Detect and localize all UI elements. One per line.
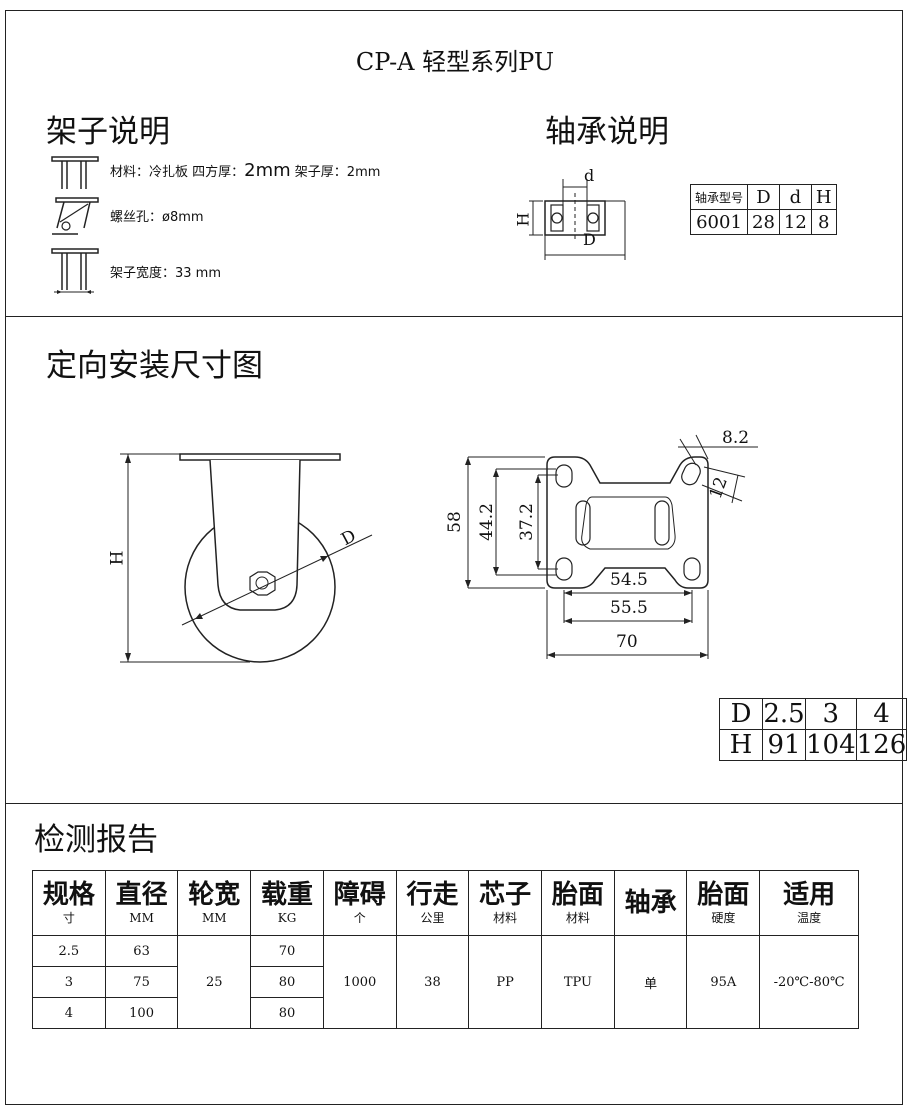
table-cell: 95A [686, 935, 761, 1029]
bearing-D-label: D [583, 230, 596, 249]
table-cell: 12 [778, 209, 812, 235]
install-heading: 定向安装尺寸图 [46, 348, 263, 384]
plate-height-mid: 44.2 [476, 503, 497, 541]
table-row: 2.5 63 25 70 1000 38 PP TPU 单 95A -20℃-8… [32, 935, 859, 1029]
report-heading: 检测报告 [34, 822, 158, 858]
bearing-drawing [529, 179, 626, 260]
screw-hole-spec: 螺丝孔：ø8mm [110, 210, 204, 225]
column-header: 轴承 [613, 870, 688, 936]
frame-thickness: 架子厚：2mm [290, 165, 381, 180]
table-cell: 91 [762, 729, 806, 761]
material-label: 材料：冷扎板 四方厚： [110, 165, 245, 180]
table-cell: 8 [810, 209, 837, 235]
table-cell: 63 [104, 935, 179, 967]
table-cell: H [810, 184, 837, 210]
frame-icon-width [51, 248, 99, 294]
column-header: 行走公里 [395, 870, 470, 936]
table-cell: D [719, 698, 763, 730]
table-cell: 单 [613, 935, 688, 1029]
bearing-H-label: H [513, 212, 533, 227]
table-cell: 3 [32, 966, 106, 998]
table-cell: TPU [541, 935, 615, 1029]
table-cell: 轴承型号 [689, 184, 749, 210]
frame-heading: 架子说明 [46, 114, 170, 150]
bearing-heading: 轴承说明 [545, 114, 669, 150]
document-frame [5, 10, 903, 1105]
plate-height-outer: 58 [444, 511, 465, 533]
table-row: 4 100 80 [32, 997, 859, 1029]
table-cell: 104 [805, 729, 857, 761]
table-cell: PP [468, 935, 543, 1029]
table-cell: 3 [805, 698, 857, 730]
table-cell: 80 [250, 997, 324, 1029]
table-cell: 2.5 [32, 935, 106, 967]
page-title: CP-A 轻型系列PU [355, 48, 555, 76]
table-row: H 91 104 126 [719, 729, 908, 761]
bearing-table: 轴承型号 D d H 6001 28 12 8 [689, 184, 837, 235]
column-header: 适用温度 [759, 870, 859, 936]
table-cell: 6001 [689, 209, 749, 235]
column-header: 规格寸 [32, 870, 106, 936]
divider [5, 803, 903, 804]
table-cell: 4 [32, 997, 106, 1029]
table-row: 轴承型号 D d H [689, 184, 837, 210]
divider [5, 316, 903, 317]
table-cell: 4 [855, 698, 908, 730]
plate-thickness: 2mm [244, 160, 291, 181]
bearing-d-label: d [584, 166, 595, 185]
table-cell: 100 [104, 997, 179, 1029]
table-cell: d [778, 184, 812, 210]
table-cell: D [747, 184, 780, 210]
table-cell: 80 [250, 966, 324, 998]
table-cell: H [719, 729, 763, 761]
table-cell: 1000 [322, 935, 397, 1029]
column-header: 胎面材料 [541, 870, 615, 936]
frame-icon-top [51, 156, 99, 189]
table-cell: 38 [395, 935, 470, 1029]
table-cell: 70 [250, 935, 324, 967]
table-row: 6001 28 12 8 [689, 209, 837, 235]
table-cell: -20℃-80℃ [759, 935, 859, 1029]
frame-width-spec: 架子宽度：33 mm [110, 266, 222, 281]
plate-width-total: 70 [616, 632, 638, 652]
table-cell: 28 [747, 209, 780, 235]
table-cell: 25 [177, 935, 252, 1029]
column-header: 芯子材料 [468, 870, 543, 936]
plate-drawing [465, 434, 758, 659]
material-spec: 材料：冷扎板 四方厚：2mm 架子厚：2mm [110, 160, 380, 181]
wheel-H-label: H [107, 550, 128, 566]
table-cell: 2.5 [762, 698, 806, 730]
wheel-drawing [120, 453, 373, 663]
plate-width-a: 54.5 [610, 570, 648, 590]
table-row: 3 75 80 [32, 966, 859, 998]
table-cell: 75 [104, 966, 179, 998]
column-header: 障碍个 [322, 870, 397, 936]
plate-height-inner: 37.2 [516, 503, 537, 541]
column-header: 胎面硬度 [686, 870, 761, 936]
table-cell: 126 [855, 729, 908, 761]
frame-icon-angled [52, 197, 99, 235]
table-row: D 2.5 3 4 [719, 698, 908, 730]
size-table: D 2.5 3 4 H 91 104 126 [719, 698, 908, 761]
plate-width-b: 55.5 [610, 598, 648, 618]
hole-width-label: 8.2 [722, 428, 750, 448]
